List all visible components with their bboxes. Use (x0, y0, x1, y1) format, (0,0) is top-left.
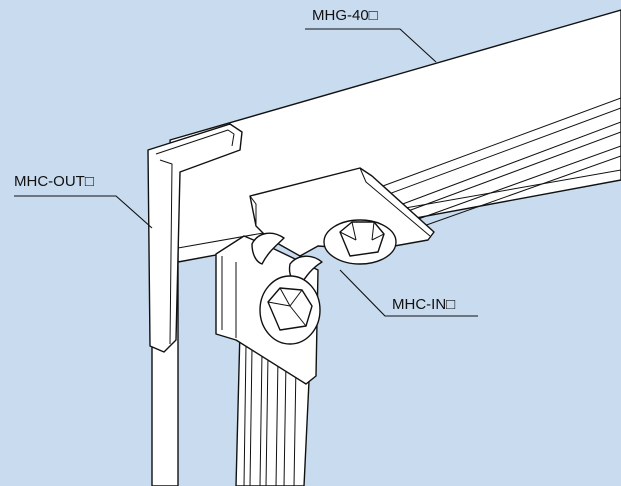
leader-mhc-in (339, 269, 478, 317)
label-mhc-out: MHC-OUT□ (14, 173, 94, 190)
outer-corner-bracket (147, 123, 243, 353)
label-mhc-in: MHC-IN□ (392, 296, 456, 313)
leader-lines (14, 28, 478, 317)
bolt-top (323, 219, 397, 265)
bolt-side (259, 275, 321, 345)
leader-mhg (305, 28, 437, 63)
label-mhg-40: MHG-40□ (312, 7, 378, 24)
leader-mhc-out (14, 195, 153, 229)
